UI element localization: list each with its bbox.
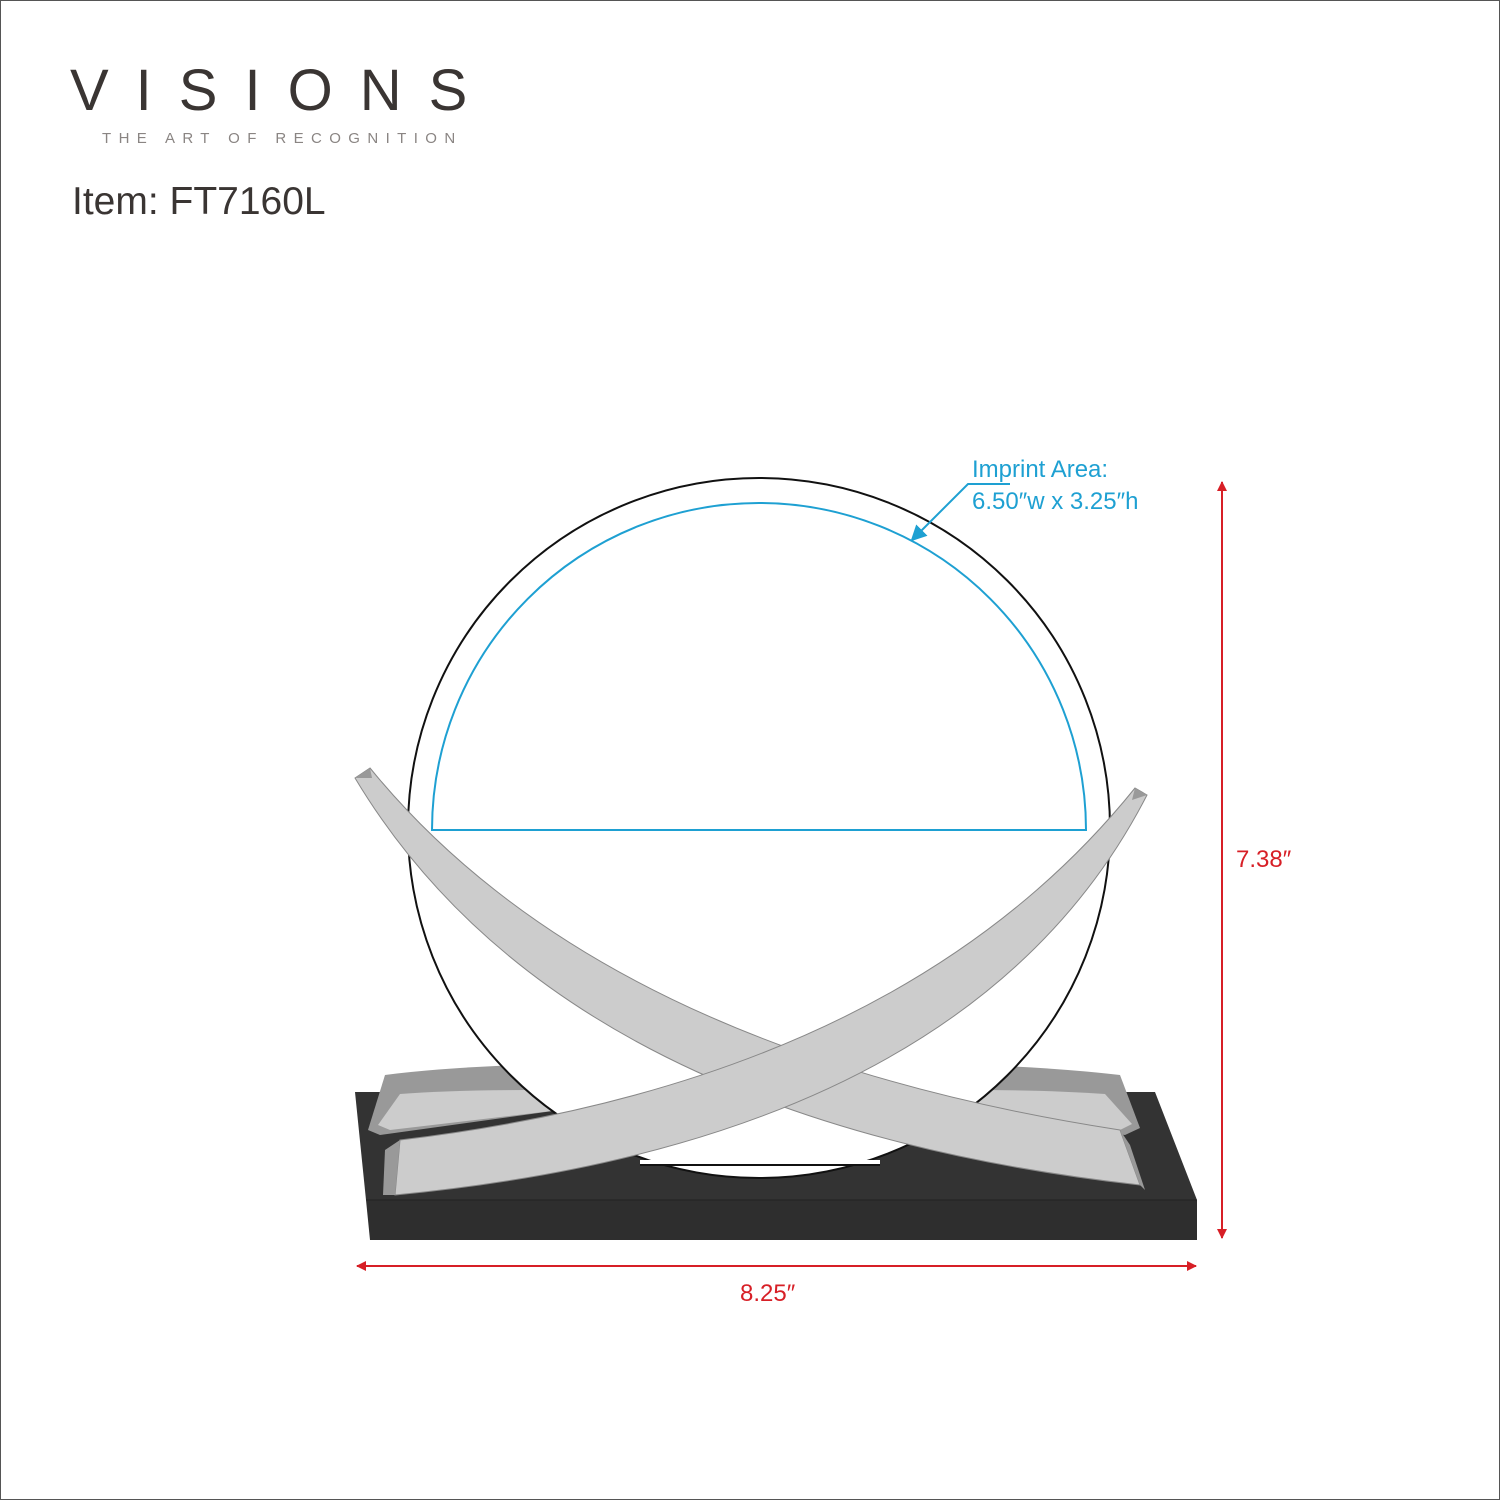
height-label: 7.38″ [1236,846,1292,873]
brand-tagline: THE ART OF RECOGNITION [102,130,463,147]
imprint-area-outline [430,502,1088,831]
brand-logo: VISIONS [70,58,495,123]
imprint-area-title: Imprint Area: [972,456,1109,483]
imprint-area-size: 6.50″w x 3.25″h [972,488,1139,515]
imprint-leader-arrow [910,483,1010,542]
width-label: 8.25″ [740,1280,796,1307]
crossed-arms [354,767,1148,1196]
item-number: Item: FT7160L [72,180,326,223]
